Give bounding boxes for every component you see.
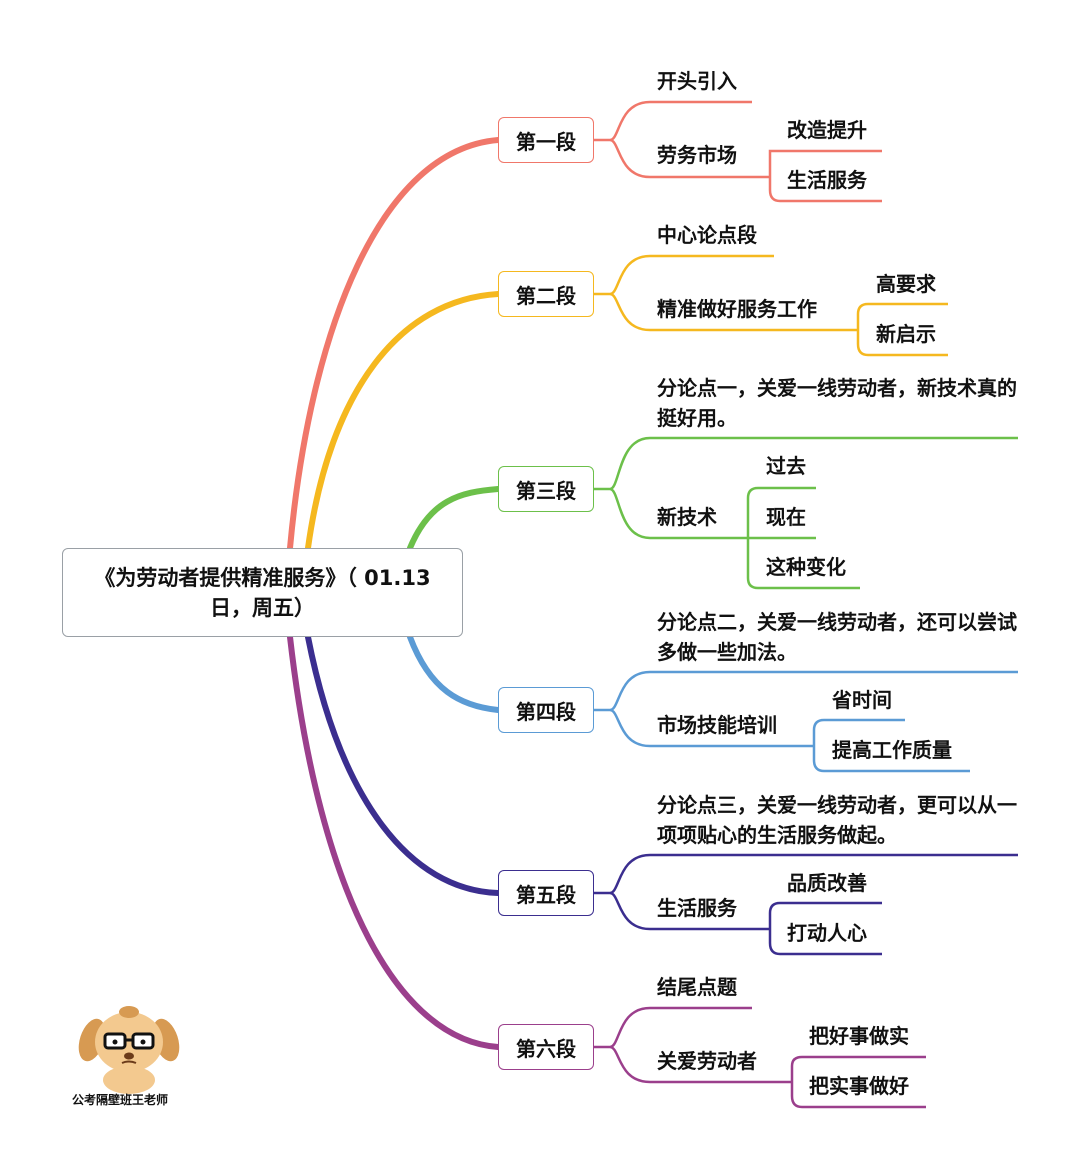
section-4-links xyxy=(594,670,1018,773)
section-6-node[interactable]: 第六段 xyxy=(498,1024,594,1070)
section-1-node[interactable]: 第一段 xyxy=(498,117,594,163)
section-5-links xyxy=(594,853,1018,956)
subtopic-present[interactable]: 现在 xyxy=(766,505,806,529)
section-1-links xyxy=(594,100,882,203)
section-5-node[interactable]: 第五段 xyxy=(498,870,594,916)
section-6-links xyxy=(594,1006,926,1109)
subtopic-do-good-things[interactable]: 把好事做实 xyxy=(809,1024,909,1048)
section-2-links xyxy=(594,254,948,357)
dog-with-glasses-icon xyxy=(78,1006,180,1094)
topic-central-thesis[interactable]: 中心论点段 xyxy=(657,223,757,247)
topic-sub-argument-1[interactable]: 分论点一，关爱一线劳动者，新技术真的挺好用。 xyxy=(657,376,1017,430)
topic-conclusion[interactable]: 结尾点题 xyxy=(657,975,737,999)
subtopic-quality[interactable]: 提高工作质量 xyxy=(832,738,952,762)
subtopic-past[interactable]: 过去 xyxy=(766,454,806,478)
subtopic-touch-hearts[interactable]: 打动人心 xyxy=(787,921,867,945)
topic-labor-market[interactable]: 劳务市场 xyxy=(657,143,737,167)
subtopic-new-insight[interactable]: 新启示 xyxy=(876,322,936,346)
topic-care-workers[interactable]: 关爱劳动者 xyxy=(657,1049,757,1073)
watermark-text: 公考隔壁班王老师 xyxy=(72,1093,169,1107)
topic-sub-argument-3[interactable]: 分论点三，关爱一线劳动者，更可以从一项项贴心的生活服务做起。 xyxy=(657,793,1017,847)
branch-5 xyxy=(305,634,501,896)
branch-1 xyxy=(287,137,501,551)
topic-sub-argument-2[interactable]: 分论点二，关爱一线劳动者，还可以尝试多做一些加法。 xyxy=(657,610,1017,664)
section-4-node[interactable]: 第四段 xyxy=(498,687,594,733)
branch-4 xyxy=(407,634,501,713)
topic-skill-training[interactable]: 市场技能培训 xyxy=(657,713,777,737)
topic-life-service[interactable]: 生活服务 xyxy=(657,896,737,920)
topic-precise-service[interactable]: 精准做好服务工作 xyxy=(657,297,817,321)
topic-opening[interactable]: 开头引入 xyxy=(657,69,737,93)
subtopic-save-time[interactable]: 省时间 xyxy=(832,688,892,712)
subtopic-high-requirement[interactable]: 高要求 xyxy=(876,272,936,296)
subtopic-do-real-things[interactable]: 把实事做好 xyxy=(809,1074,909,1098)
root-topic[interactable]: 《为劳动者提供精准服务》（ 01.13 日，周五） xyxy=(62,548,463,637)
branch-2 xyxy=(305,291,501,551)
branch-6 xyxy=(287,634,501,1050)
root-title-line1: 《为劳动者提供精准服务》（ 01.13 xyxy=(94,565,431,590)
subtopic-quality-improve[interactable]: 品质改善 xyxy=(787,871,867,895)
section-2-node[interactable]: 第二段 xyxy=(498,271,594,317)
subtopic-life-service[interactable]: 生活服务 xyxy=(787,168,867,192)
branch-3 xyxy=(407,486,501,551)
subtopic-change[interactable]: 这种变化 xyxy=(766,555,846,579)
subtopic-upgrade[interactable]: 改造提升 xyxy=(787,118,867,142)
root-title-line2: 日，周五） xyxy=(210,595,315,620)
section-3-node[interactable]: 第三段 xyxy=(498,466,594,512)
topic-new-technology[interactable]: 新技术 xyxy=(657,505,717,529)
section-3-links xyxy=(594,436,1018,590)
